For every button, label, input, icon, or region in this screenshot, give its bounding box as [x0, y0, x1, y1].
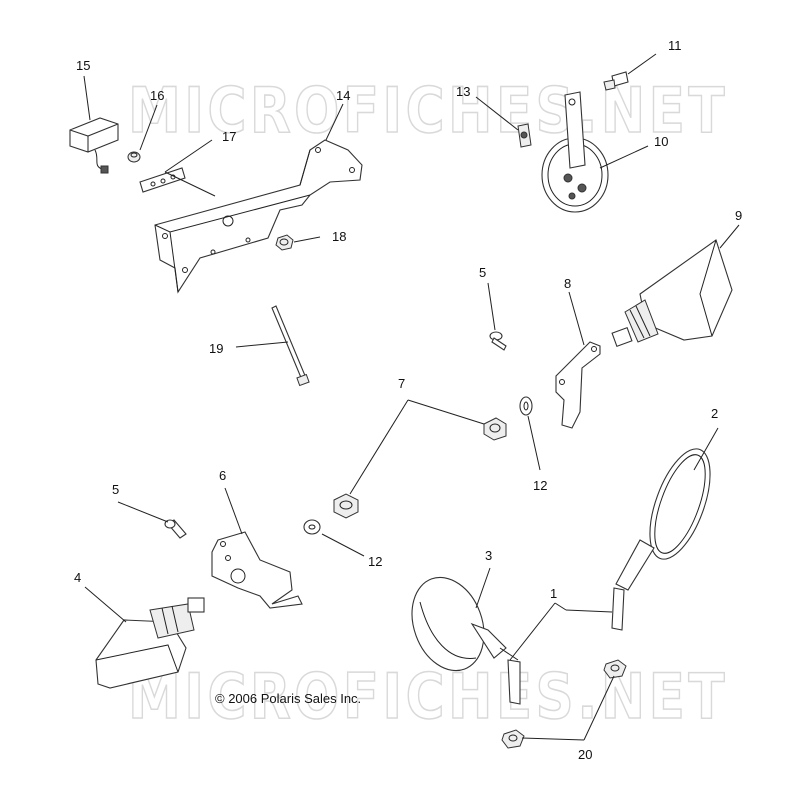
- watermark-top: MICROFICHES.NET: [127, 73, 728, 148]
- svg-text:MICROFICHES.NET: MICROFICHES.NET: [128, 74, 728, 147]
- label-16: 16: [150, 88, 164, 103]
- label-8: 8: [564, 276, 571, 291]
- part-9-turn-signal: [611, 239, 733, 348]
- label-6: 6: [219, 468, 226, 483]
- label-9: 9: [735, 208, 742, 223]
- label-14: 14: [336, 88, 350, 103]
- label-4: 4: [74, 570, 81, 585]
- label-12-lower: 12: [368, 554, 382, 569]
- leader-lines: [83, 53, 740, 741]
- label-3: 3: [485, 548, 492, 563]
- label-12-upper: 12: [533, 478, 547, 493]
- label-5-upper: 5: [479, 265, 486, 280]
- label-20: 20: [578, 747, 592, 762]
- label-19: 19: [209, 341, 223, 356]
- label-17: 17: [222, 129, 236, 144]
- part-5-bolt-upper: [489, 331, 507, 351]
- part-2-mirror: [611, 448, 711, 631]
- label-7: 7: [398, 376, 405, 391]
- label-18: 18: [332, 229, 346, 244]
- part-5-bolt-lower: [164, 519, 187, 539]
- part-3-mirror: [411, 576, 521, 705]
- part-16-nut: [127, 151, 141, 163]
- copyright-notice: © 2006 Polaris Sales Inc.: [215, 691, 361, 706]
- watermark-bottom: MICROFICHES.NET: [127, 659, 728, 734]
- part-13-clip: [517, 123, 532, 148]
- label-1: 1: [550, 586, 557, 601]
- part-20-nut-upper: [603, 659, 627, 679]
- label-2: 2: [711, 406, 718, 421]
- label-13: 13: [456, 84, 470, 99]
- part-8-bracket: [555, 341, 601, 429]
- part-19-cable-tie: [271, 305, 310, 387]
- part-6-bracket: [211, 531, 303, 609]
- part-7-nut-lower: [333, 493, 359, 519]
- part-18-nut: [275, 234, 294, 251]
- svg-text:MICROFICHES.NET: MICROFICHES.NET: [128, 660, 728, 733]
- part-labels: 15 16 17 14 18 19 13 11 10 9 5 8 7 12 12…: [74, 38, 742, 762]
- part-4-turn-signal: [95, 597, 205, 689]
- part-11-bolt: [603, 71, 629, 91]
- label-10: 10: [654, 134, 668, 149]
- label-5-lower: 5: [112, 482, 119, 497]
- label-15: 15: [76, 58, 90, 73]
- part-10-horn: [541, 91, 609, 213]
- label-11: 11: [668, 38, 682, 53]
- part-7-nut-upper: [483, 417, 507, 441]
- part-20-nut-lower: [501, 729, 525, 749]
- part-17-plate: [139, 167, 186, 193]
- part-12-washer-upper: [519, 396, 533, 416]
- part-14-bracket: [154, 139, 363, 294]
- part-15-connector: [69, 117, 119, 174]
- part-12-washer-lower: [303, 519, 321, 535]
